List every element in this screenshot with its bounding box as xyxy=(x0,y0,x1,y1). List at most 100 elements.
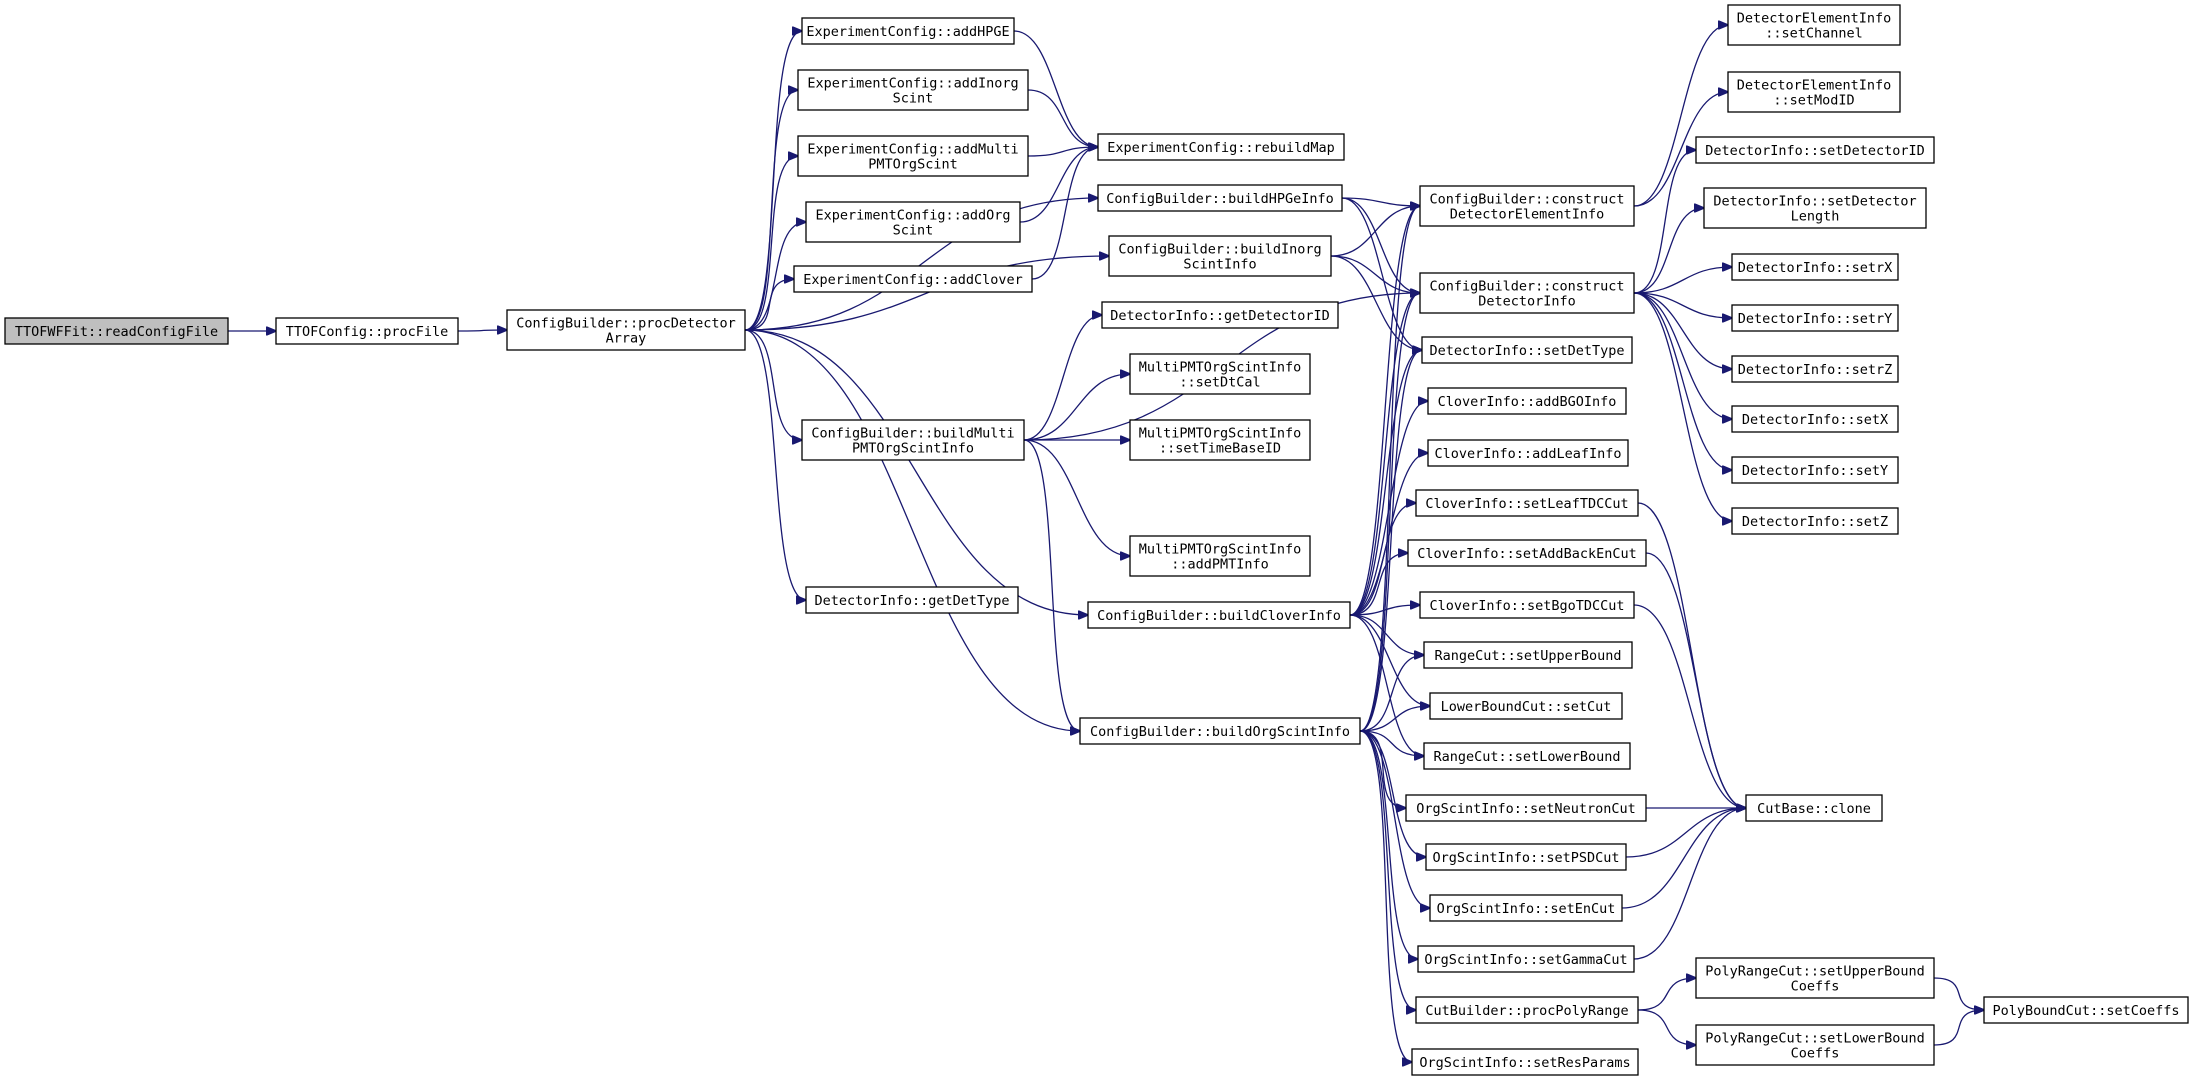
node-box xyxy=(1429,692,1623,720)
node-detectorinfo-setrx[interactable]: DetectorInfo::setrX xyxy=(1731,253,1899,281)
call-edge xyxy=(744,90,798,331)
call-edge xyxy=(1359,730,1416,1010)
call-edge xyxy=(1027,147,1098,157)
node-orgscintinfo-setencut[interactable]: OrgScintInfo::setEnCut xyxy=(1429,894,1623,922)
call-edge xyxy=(1359,350,1422,732)
node-box xyxy=(797,135,1029,177)
node-experimentconfig-addclover[interactable]: ExperimentConfig::addClover xyxy=(793,265,1033,293)
call-edge xyxy=(744,198,1098,331)
node-detectorinfo-setdetectorid[interactable]: DetectorInfo::setDetectorID xyxy=(1695,136,1935,164)
node-label: TTOFWFFit::readConfigFile xyxy=(15,324,218,340)
node-orgscintinfo-setpsdcut[interactable]: OrgScintInfo::setPSDCut xyxy=(1425,843,1627,871)
node-label: DetectorInfo::setDetType xyxy=(1429,343,1624,359)
node-cloverinfo-addbgoinfo[interactable]: CloverInfo::addBGOInfo xyxy=(1427,387,1627,415)
node-detectorinfo-setz[interactable]: DetectorInfo::setZ xyxy=(1731,507,1899,535)
node-orgscintinfo-setgammacut[interactable]: OrgScintInfo::setGammaCut xyxy=(1417,945,1635,973)
node-label: ConfigBuilder::buildCloverInfo xyxy=(1097,608,1341,624)
node-label: DetectorElementInfo xyxy=(1737,11,1891,27)
call-edge xyxy=(1359,730,1412,1062)
call-edge xyxy=(1023,315,1102,441)
node-label: PolyBoundCut::setCoeffs xyxy=(1993,1003,2180,1019)
node-multipmtorgscintinfo-setdtcal[interactable]: MultiPMTOrgScintInfo::setDtCal xyxy=(1129,353,1311,395)
node-rangecut-setupperbound[interactable]: RangeCut::setUpperBound xyxy=(1423,641,1633,669)
node-box xyxy=(1423,742,1631,770)
node-configbuilder-buildhpgeinfo[interactable]: ConfigBuilder::buildHPGeInfo xyxy=(1097,184,1343,212)
node-experimentconfig-addhpge[interactable]: ExperimentConfig::addHPGE xyxy=(801,17,1015,45)
node-lowerboundcut-setcut[interactable]: LowerBoundCut::setCut xyxy=(1429,692,1623,720)
node-configbuilder-buildcloverinfo[interactable]: ConfigBuilder::buildCloverInfo xyxy=(1087,601,1351,629)
node-label: ConfigBuilder::buildMulti xyxy=(811,426,1014,442)
node-box xyxy=(805,201,1021,243)
node-label: RangeCut::setLowerBound xyxy=(1434,749,1621,765)
node-detectorinfo-getdettype[interactable]: DetectorInfo::getDetType xyxy=(805,586,1019,614)
node-label: OrgScintInfo::setResParams xyxy=(1419,1055,1630,1071)
node-cutbase-clone[interactable]: CutBase::clone xyxy=(1745,794,1883,822)
node-box xyxy=(1703,187,1927,229)
node-rangecut-setlowerbound[interactable]: RangeCut::setLowerBound xyxy=(1423,742,1631,770)
node-cloverinfo-setbgotdccut[interactable]: CloverInfo::setBgoTDCCut xyxy=(1419,591,1635,619)
node-label: PolyRangeCut::setLowerBound xyxy=(1705,1031,1924,1047)
node-detectorinfo-setrz[interactable]: DetectorInfo::setrZ xyxy=(1731,355,1899,383)
node-cloverinfo-setleaftdccut[interactable]: CloverInfo::setLeafTDCCut xyxy=(1415,489,1639,517)
node-detectorinfo-getdetectorid[interactable]: DetectorInfo::getDetectorID xyxy=(1101,301,1339,329)
node-box xyxy=(1695,136,1935,164)
call-edge xyxy=(1023,439,1080,731)
node-box xyxy=(1429,894,1623,922)
call-edge xyxy=(1633,808,1746,960)
call-edge xyxy=(744,279,794,331)
node-label: CloverInfo::setLeafTDCCut xyxy=(1425,496,1628,512)
node-detectorinfo-sety[interactable]: DetectorInfo::setY xyxy=(1731,456,1899,484)
node-label: DetectorElementInfo xyxy=(1450,207,1604,223)
node-label: DetectorInfo::setX xyxy=(1742,412,1888,428)
node-box xyxy=(275,317,459,345)
call-edge xyxy=(1645,552,1746,808)
call-edge xyxy=(744,329,806,600)
node-box xyxy=(1731,405,1899,433)
node-ttofconfig-procfile[interactable]: TTOFConfig::procFile xyxy=(275,317,459,345)
node-cloverinfo-setaddbackencut[interactable]: CloverInfo::setAddBackEnCut xyxy=(1407,539,1647,567)
node-detectorinfo-setx[interactable]: DetectorInfo::setX xyxy=(1731,405,1899,433)
node-configbuilder-buildorgscintinfo[interactable]: ConfigBuilder::buildOrgScintInfo xyxy=(1079,717,1361,745)
node-polyboundcut-setcoeffs[interactable]: PolyBoundCut::setCoeffs xyxy=(1983,996,2189,1024)
node-label: ConfigBuilder::buildHPGeInfo xyxy=(1106,191,1334,207)
call-edge xyxy=(1633,292,1732,470)
call-edge xyxy=(1633,292,1732,419)
node-cutbuilder-procpolyrange[interactable]: CutBuilder::procPolyRange xyxy=(1415,996,1639,1024)
node-experimentconfig-rebuildmap[interactable]: ExperimentConfig::rebuildMap xyxy=(1097,133,1345,161)
node-detectorinfo-setry[interactable]: DetectorInfo::setrY xyxy=(1731,304,1899,332)
node-detectorelementinfo-setchannel[interactable]: DetectorElementInfo::setChannel xyxy=(1727,4,1901,46)
call-edge xyxy=(1637,1009,1696,1045)
call-edge xyxy=(1359,293,1420,732)
node-cloverinfo-addleafinfo[interactable]: CloverInfo::addLeafInfo xyxy=(1427,439,1629,467)
node-label: OrgScintInfo::setGammaCut xyxy=(1424,952,1627,968)
node-detectorelementinfo-setmodid[interactable]: DetectorElementInfo::setModID xyxy=(1727,71,1901,113)
node-box xyxy=(1427,439,1629,467)
node-configbuilder-constructdetectorelementinfo[interactable]: ConfigBuilder::constructDetectorElementI… xyxy=(1419,185,1635,227)
node-multipmtorgscintinfo-addpmtinfo[interactable]: MultiPMTOrgScintInfo::addPMTInfo xyxy=(1129,535,1311,577)
node-label: ExperimentConfig::addClover xyxy=(803,272,1022,288)
node-label: DetectorInfo::setY xyxy=(1742,463,1888,479)
call-edge xyxy=(1633,150,1696,294)
call-edges xyxy=(228,25,1984,1062)
node-orgscintinfo-setresparams[interactable]: OrgScintInfo::setResParams xyxy=(1411,1048,1639,1076)
node-box xyxy=(1129,535,1311,577)
node-label: ExperimentConfig::addOrg xyxy=(815,208,1010,224)
call-edge xyxy=(1023,374,1130,441)
node-label: CutBuilder::procPolyRange xyxy=(1425,1003,1628,1019)
node-orgscintinfo-setneutroncut[interactable]: OrgScintInfo::setNeutronCut xyxy=(1405,794,1647,822)
node-box xyxy=(1405,794,1647,822)
node-ttofwffit-readconfigfile[interactable]: TTOFWFFit::readConfigFile xyxy=(4,317,229,345)
node-multipmtorgscintinfo-settimebaseid[interactable]: MultiPMTOrgScintInfo::setTimeBaseID xyxy=(1129,419,1311,461)
node-detectorinfo-setdettype[interactable]: DetectorInfo::setDetType xyxy=(1421,336,1633,364)
